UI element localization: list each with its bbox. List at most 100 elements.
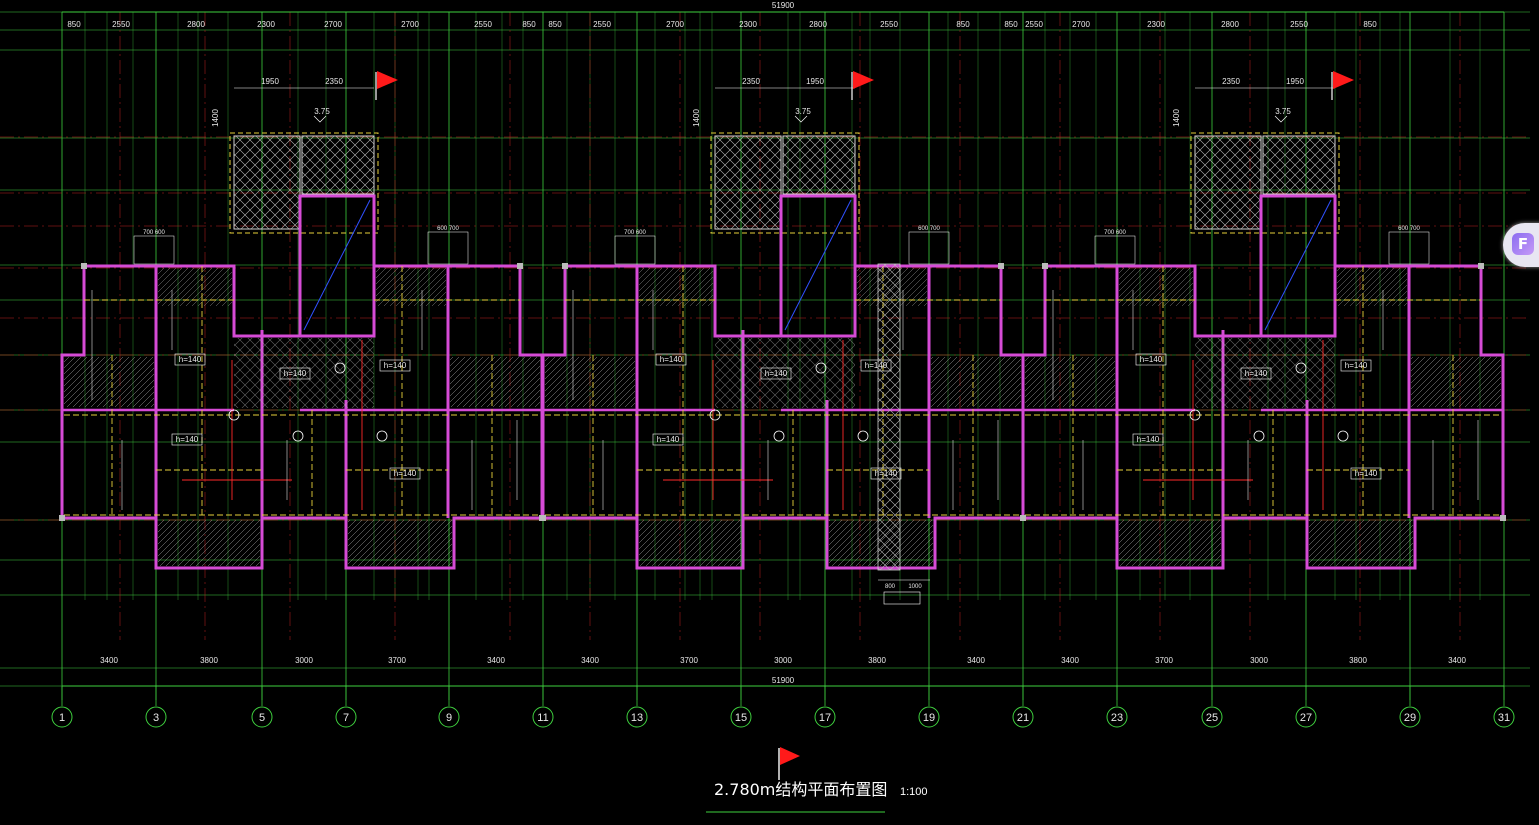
top-dimension: 2300 bbox=[739, 20, 757, 29]
slab-label-box bbox=[652, 433, 684, 446]
top-dimension: 2550 bbox=[593, 20, 611, 29]
title-flag-icon bbox=[778, 747, 800, 780]
axis-label: 5 bbox=[259, 712, 265, 724]
exterior-wall bbox=[60, 264, 544, 570]
slab-label: h=140 bbox=[1245, 369, 1268, 378]
axis-circle bbox=[626, 706, 648, 728]
axis-label: 23 bbox=[1111, 712, 1123, 724]
side-dimension: 1400 bbox=[211, 109, 220, 127]
axis-circle bbox=[1201, 706, 1223, 728]
hatched-slab bbox=[233, 135, 301, 230]
top-dimension: 2300 bbox=[257, 20, 275, 29]
slab-label-box bbox=[379, 359, 411, 372]
balcony-dimension: 700 600 bbox=[143, 230, 165, 236]
hatched-slab bbox=[301, 135, 375, 195]
callout-dimension: 1000 bbox=[908, 584, 922, 590]
hatched-slab bbox=[234, 338, 374, 408]
axis-bubble: 7 bbox=[335, 686, 357, 728]
drawing-title-block: 2.780m结构平面布置图 1:100 bbox=[706, 747, 928, 813]
section-marker bbox=[815, 362, 827, 374]
slab-label-box bbox=[1135, 353, 1167, 366]
slab-label: h=140 bbox=[1345, 361, 1368, 370]
drawing-title: 2.780m结构平面布置图 bbox=[714, 780, 887, 799]
slab-label: h=140 bbox=[1137, 435, 1160, 444]
top-dimension: 850 bbox=[956, 20, 970, 29]
drawing-scale: 1:100 bbox=[900, 786, 928, 798]
bottom-dimension: 3400 bbox=[1061, 656, 1079, 665]
hatched-slab bbox=[64, 357, 154, 407]
column bbox=[81, 263, 87, 269]
axis-bubble: 1 bbox=[51, 686, 73, 728]
axis-label: 31 bbox=[1498, 712, 1510, 724]
axis-bubble: 3 bbox=[145, 686, 167, 728]
top-dimension: 2800 bbox=[809, 20, 827, 29]
axis-bubble: 31 bbox=[1493, 686, 1515, 728]
section-marker bbox=[334, 362, 346, 374]
beam-outline bbox=[710, 132, 860, 234]
flag-cloth bbox=[853, 71, 874, 89]
hatched-slab bbox=[450, 357, 540, 407]
exterior-wall bbox=[1021, 264, 1505, 570]
top-dimension: 2800 bbox=[1221, 20, 1239, 29]
balcony-dimension: 600 700 bbox=[918, 226, 940, 232]
level-marker-icon bbox=[1274, 115, 1288, 123]
slab-label-box bbox=[279, 367, 311, 380]
floating-assistant-button[interactable]: F bbox=[1503, 223, 1539, 267]
section-marker bbox=[1253, 430, 1265, 442]
hatched-slab bbox=[639, 520, 741, 566]
hatched-slab bbox=[714, 135, 782, 230]
dimension-line bbox=[1388, 231, 1430, 265]
balcony-dimension: 700 600 bbox=[624, 230, 646, 236]
bottom-dimension: 3800 bbox=[200, 656, 218, 665]
slab-label-box bbox=[1350, 467, 1382, 480]
axis-label: 9 bbox=[446, 712, 452, 724]
beam-outline bbox=[229, 132, 379, 234]
bottom-dimension: 3800 bbox=[868, 656, 886, 665]
axis-circle bbox=[438, 706, 460, 728]
axis-label: 17 bbox=[819, 712, 831, 724]
slab-label: h=140 bbox=[865, 361, 888, 370]
axis-bubble: 17 bbox=[814, 686, 836, 728]
hatched-slab bbox=[931, 357, 1021, 407]
slab-label: h=140 bbox=[1355, 469, 1378, 478]
bottom-dimension: 3000 bbox=[774, 656, 792, 665]
column bbox=[998, 263, 1004, 269]
axis-bubble: 25 bbox=[1201, 686, 1223, 728]
side-dimension: 1400 bbox=[1172, 109, 1181, 127]
slab-label-box bbox=[174, 353, 206, 366]
axis-circle bbox=[1012, 706, 1034, 728]
axis-bubble: 19 bbox=[918, 686, 940, 728]
hatched-slab bbox=[1194, 135, 1262, 230]
hatched-slab bbox=[158, 520, 260, 566]
axis-bubble: 5 bbox=[251, 686, 273, 728]
slab-label: h=140 bbox=[284, 369, 307, 378]
axis-circle bbox=[1493, 706, 1515, 728]
section-marker bbox=[1337, 430, 1349, 442]
level-mark: 3.75 bbox=[795, 107, 811, 116]
column bbox=[1500, 515, 1506, 521]
axis-bubble: 29 bbox=[1399, 686, 1421, 728]
stair-line bbox=[1264, 199, 1332, 331]
core-dimension: 1950 bbox=[1286, 77, 1304, 86]
bottom-dimension: 3000 bbox=[295, 656, 313, 665]
axis-circle bbox=[814, 706, 836, 728]
slab-label-box bbox=[1132, 433, 1164, 446]
bottom-dimension: 3000 bbox=[1250, 656, 1268, 665]
balcony-dimension: 600 700 bbox=[437, 226, 459, 232]
core-dimension: 2350 bbox=[1222, 77, 1240, 86]
bottom-dimension: 3400 bbox=[581, 656, 599, 665]
top-dimension: 2550 bbox=[1025, 20, 1043, 29]
core-dimension: 2350 bbox=[325, 77, 343, 86]
top-dimension: 850 bbox=[1004, 20, 1018, 29]
hatched-slab bbox=[545, 357, 635, 407]
axis-label: 1 bbox=[59, 712, 65, 724]
axis-bubble: 15 bbox=[730, 686, 752, 728]
top-dimension: 850 bbox=[522, 20, 536, 29]
top-dimension: 2700 bbox=[324, 20, 342, 29]
overall-dimension-bottom: 51900 bbox=[772, 676, 795, 685]
axis-circle bbox=[335, 706, 357, 728]
dimension-line bbox=[1094, 235, 1136, 265]
overall-dimension-top: 51900 bbox=[772, 1, 795, 10]
column bbox=[59, 515, 65, 521]
